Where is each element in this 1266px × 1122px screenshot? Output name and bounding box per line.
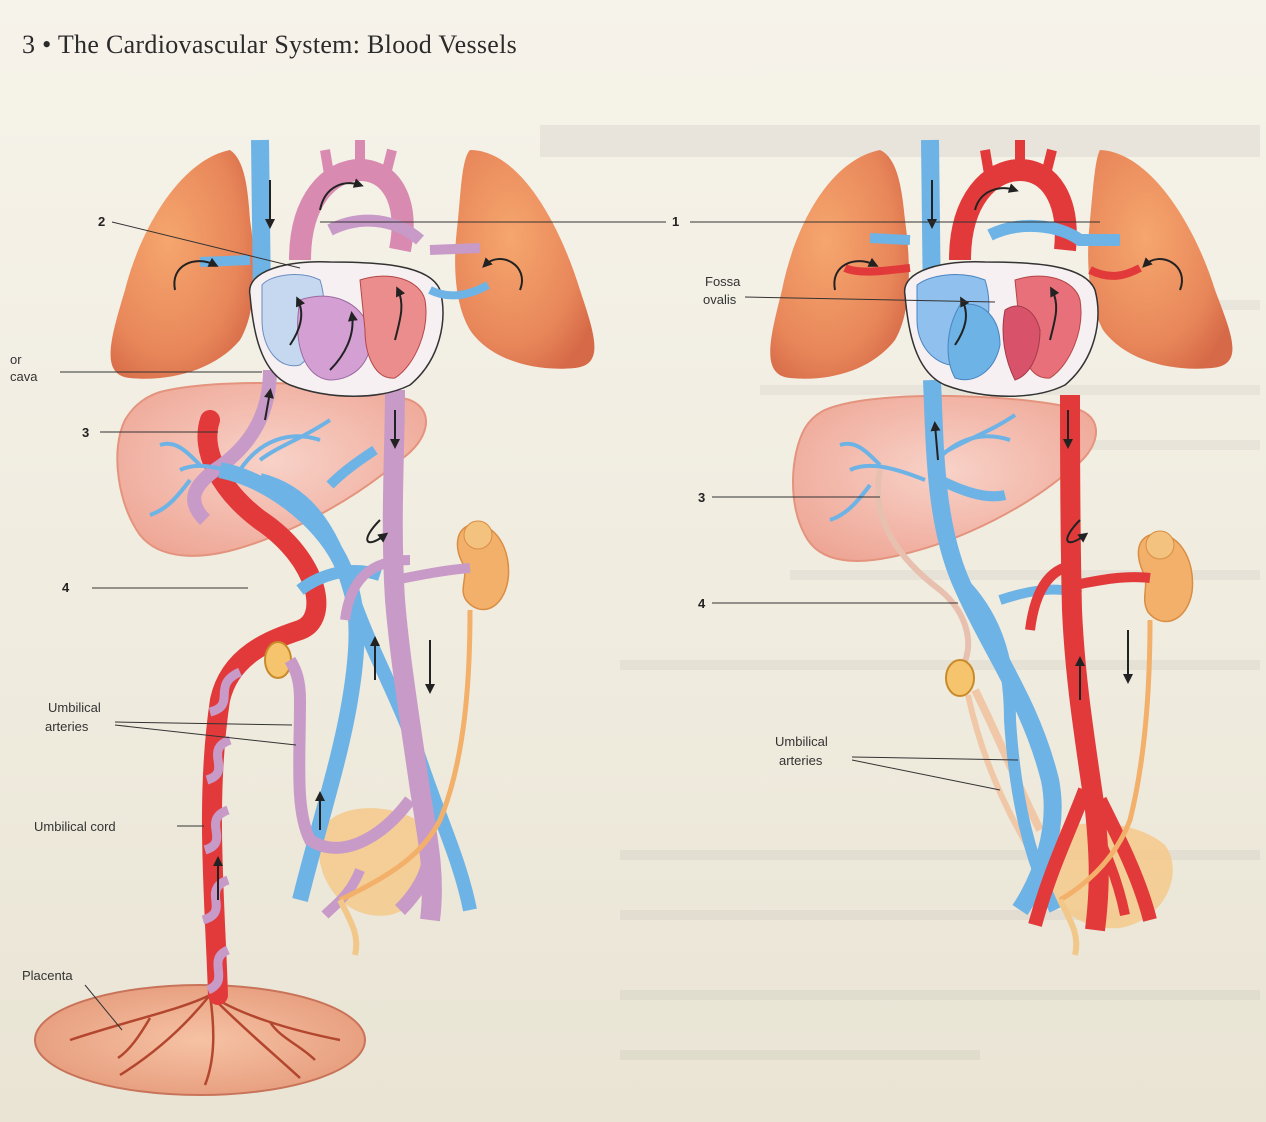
placenta: [35, 985, 365, 1095]
label-placenta: Placenta: [22, 968, 73, 983]
label-umbilical-arteries-right-line2: arteries: [779, 753, 823, 768]
ductus-arteriosus: [330, 221, 420, 240]
label-fossa-ovalis-line2: ovalis: [703, 292, 737, 307]
postnatal-circulation: [770, 140, 1232, 955]
fetal-circulation: [35, 140, 594, 1095]
label-umbilical-cord: Umbilical cord: [34, 819, 116, 834]
label-4-right: 4: [698, 596, 706, 611]
label-2: 2: [98, 214, 105, 229]
left-lung-right: [455, 150, 594, 369]
label-vena-cava-line2: cava: [10, 369, 38, 384]
label-1: 1: [672, 214, 679, 229]
label-umbilical-arteries-right-line1: Umbilical: [775, 734, 828, 749]
label-vena-cava-line1: or: [10, 352, 22, 367]
label-3-right: 3: [698, 490, 705, 505]
aortic-arch-postnatal: [960, 170, 1066, 260]
label-fossa-ovalis-line1: Fossa: [705, 274, 741, 289]
label-4-left: 4: [62, 580, 70, 595]
umbilical-ring: [265, 642, 291, 678]
label-umbilical-arteries-left-line1: Umbilical: [48, 700, 101, 715]
right-lung-left: [770, 150, 909, 379]
umbilicus: [946, 660, 974, 696]
label-3-left: 3: [82, 425, 89, 440]
label-umbilical-arteries-left-line2: arteries: [45, 719, 89, 734]
